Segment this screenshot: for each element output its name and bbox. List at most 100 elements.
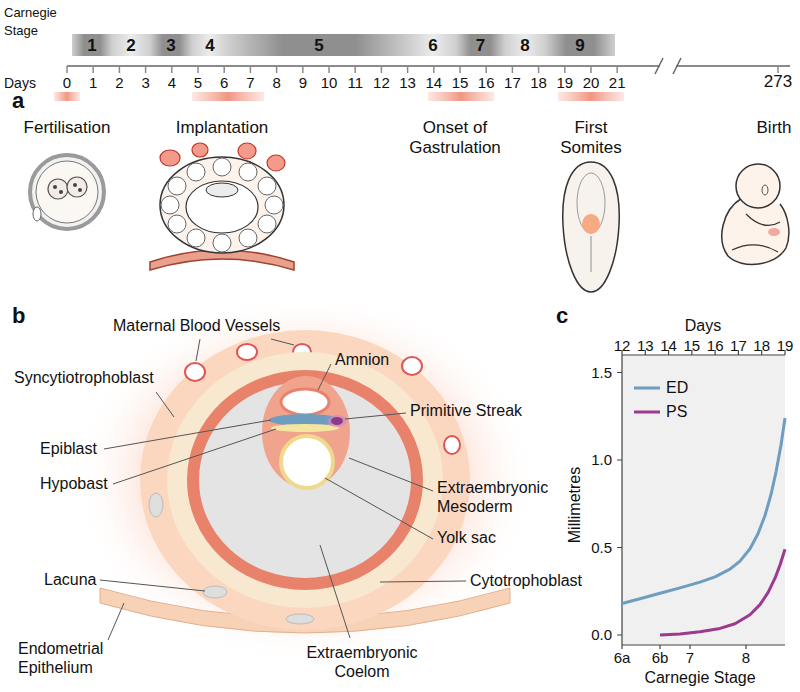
stage-number: 2 [126,37,135,54]
axis-label-box: Carnegie Stage [644,668,755,687]
day-number-box: 4 [168,74,176,92]
legend-text: ED [666,379,688,396]
axis-label-box: 13 [637,337,654,355]
event-highlight [558,92,624,101]
day-number: 13 [399,74,416,91]
event-highlight [428,92,494,101]
day-number-box: 20 [583,74,600,92]
day-number-box: 3 [141,74,149,92]
trophoblast-cell [187,163,205,181]
structure-label-box: Primitive Streak [410,401,522,420]
maternal-vessel [402,357,422,375]
structure-label: Cytotrophoblast [470,572,582,589]
stage-band: 4 [192,34,228,56]
day-number-box: 10 [321,74,338,92]
stage-band: 7 [456,34,505,56]
event-label-box: Onset of Gastrulation [400,118,510,159]
axis-break [655,58,681,74]
baby-head [736,164,780,208]
primitive-streak-halo [327,415,347,427]
axis-label: 14 [660,337,677,354]
plot-area [622,355,785,645]
stage-band: 2 [112,34,150,56]
axis-label: 15 [684,337,701,354]
day-number-box: 5 [194,74,202,92]
day-number: 0 [63,74,71,91]
structure-label: Syncytiotrophoblast [14,369,154,386]
cytotrophoblast [167,352,443,608]
day-number: 6 [220,74,228,91]
label: Carnegie Stage [4,5,57,38]
day-number: 7 [246,74,254,91]
axis-label: Millimetres [566,467,583,543]
day-number-box: 0 [63,74,71,92]
event-label: Fertilisation [24,118,111,137]
day-number-box: 1 [89,74,97,92]
axis-label: 12 [614,337,631,354]
axis-label-box: 0.5 [591,539,612,557]
stage-number: 6 [428,37,437,54]
y-ticks [617,373,622,636]
yolk-sac [281,436,333,488]
maternal-vessel [160,150,180,166]
panel-letter: c [556,303,568,328]
axis-label-box: Millimetres [565,467,584,543]
day-number-box: 11 [347,74,363,92]
nucleolus [78,188,82,192]
trophoblast-cell [265,196,283,214]
extraembryonic-mesoderm [262,376,350,488]
day-number: 2 [115,74,123,91]
day-number: 3 [141,74,149,91]
axis-label-box: 15 [684,337,701,355]
day-number-box: 8 [272,74,280,92]
structure-label-box: Extraembryonic Coelom [297,643,427,681]
baby-ear [762,185,768,195]
day-number-box: 16 [478,74,495,92]
structure-label-box: Yolk sac [437,528,496,547]
event-label-box: Implantation [176,118,269,138]
stage-band: 9 [545,34,615,56]
day-number-box: 19 [556,74,573,92]
somite-region [582,214,600,234]
stage-number: 8 [520,37,529,54]
pronucleus [48,179,68,199]
event-highlight [192,92,264,101]
baby-arm [746,214,780,225]
decidua-glow [73,293,537,663]
stage-number: 3 [166,37,175,54]
event-label-box: First Somites [551,118,631,159]
panel-letter: b [12,303,25,328]
trophoblast-cell [258,177,276,195]
day-number-box: 2 [115,74,123,92]
stage-number: 1 [87,37,96,54]
maternal-vessel [192,143,208,157]
legend-line [634,387,660,390]
structure-label-box: Endometrial Epithelium [18,639,118,677]
panel-letter-box: a [12,88,24,114]
trophoblast-cell [213,234,231,252]
day-number-box: 6 [220,74,228,92]
primitive-streak-line [590,236,592,272]
stage-band: 8 [505,34,545,56]
event-label: First Somites [560,118,621,157]
axis-label-box: 12 [614,337,631,355]
trophoblast-cell [168,215,186,233]
day-number: 11 [347,74,363,91]
axis-label: 19 [777,337,794,354]
chorion-ring [193,376,417,584]
axis-label: 7 [686,649,694,666]
lacuna [286,614,314,624]
axis-label-box: 6b [652,649,669,667]
day-number: 16 [478,74,495,91]
axis-label-box: 1.5 [591,364,612,382]
structure-label: Epiblast [40,440,97,457]
axis-label: 13 [637,337,654,354]
day-number: 9 [299,74,307,91]
nucleolus [59,190,63,194]
stage-band: 3 [150,34,192,56]
day-number-box: 15 [452,74,469,92]
axis-label-box: 7 [686,649,694,667]
day-number-box: 14 [425,74,442,92]
trophoblast-cell [258,215,276,233]
